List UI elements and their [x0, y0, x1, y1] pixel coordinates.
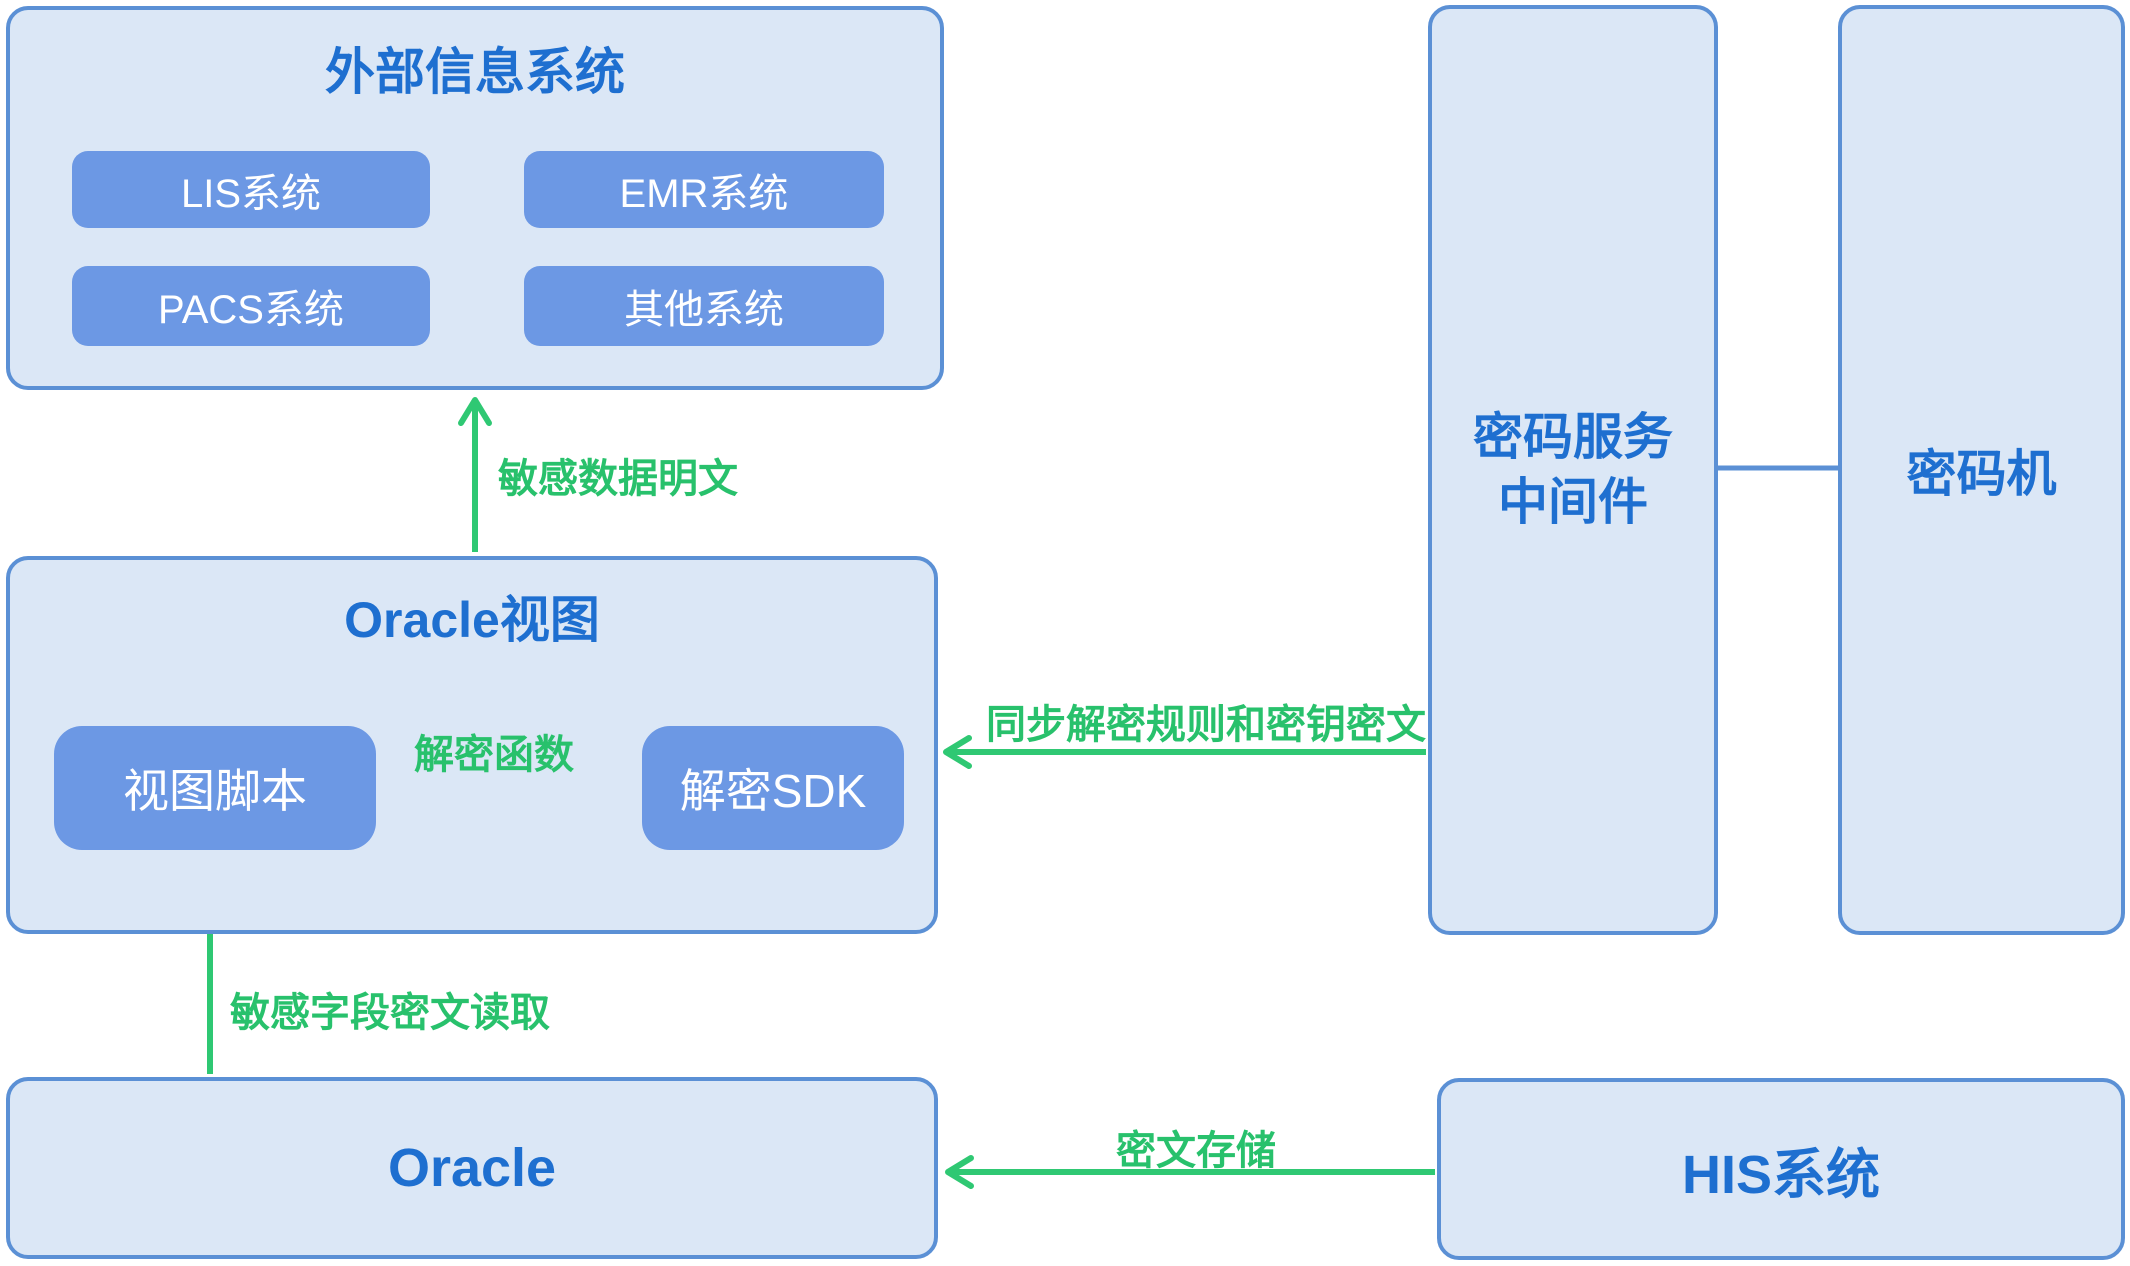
emr-system-node[interactable]: EMR系统	[524, 151, 884, 228]
crypto-machine-title: 密码机	[1906, 446, 2057, 502]
external-system-title: 外部信息系统	[325, 44, 625, 100]
ciphertext-store-label: 密文存储	[1116, 1129, 1276, 1173]
crypto-machine-box[interactable]: 密码机	[1838, 5, 2125, 935]
crypto-middleware-title-line2: 中间件	[1498, 474, 1648, 530]
crypto-middleware-title-line1: 密码服务	[1473, 409, 1673, 465]
crypto-middleware-title: 密码服务 中间件	[1473, 405, 1673, 535]
sync-rules-label: 同步解密规则和密钥密文	[986, 703, 1426, 747]
oracle-view-title: Oracle视图	[344, 592, 600, 648]
external-system-box[interactable]: 外部信息系统 LIS系统 EMR系统 PACS系统 其他系统	[6, 6, 944, 390]
oracle-db-title: Oracle	[387, 1138, 557, 1198]
decrypt-sdk-node[interactable]: 解密SDK	[642, 726, 904, 850]
decrypt-function-label: 解密函数	[414, 733, 574, 777]
sensitive-plaintext-label: 敏感数据明文	[498, 457, 738, 501]
view-script-node[interactable]: 视图脚本	[54, 726, 376, 850]
his-system-box[interactable]: HIS系统	[1437, 1078, 2125, 1260]
crypto-middleware-box[interactable]: 密码服务 中间件	[1428, 5, 1718, 935]
his-system-title: HIS系统	[1681, 1144, 1881, 1205]
oracle-db-box[interactable]: Oracle	[6, 1077, 938, 1259]
other-system-node[interactable]: 其他系统	[524, 266, 884, 346]
oracle-view-box[interactable]: Oracle视图 视图脚本 解密SDK	[6, 556, 938, 934]
pacs-system-node[interactable]: PACS系统	[72, 266, 430, 346]
ciphertext-read-label: 敏感字段密文读取	[230, 991, 550, 1035]
lis-system-node[interactable]: LIS系统	[72, 151, 430, 228]
